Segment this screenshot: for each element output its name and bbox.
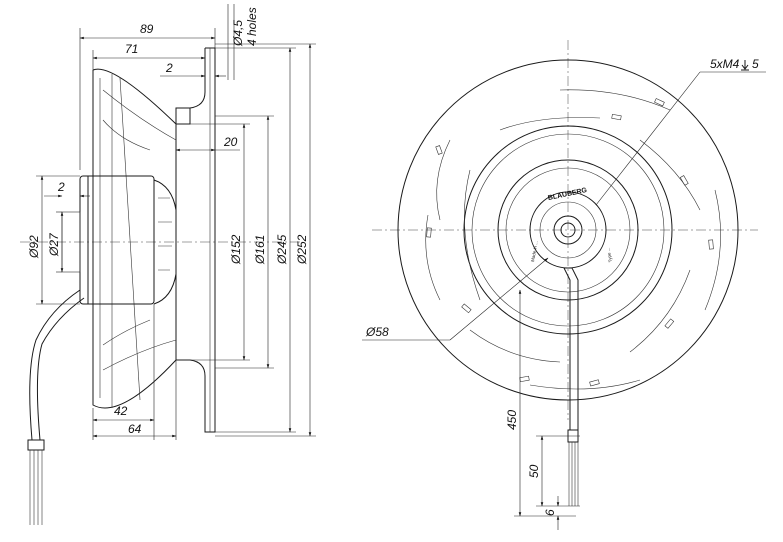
dim-phi27: Ø27 xyxy=(47,232,61,257)
dim-20: 20 xyxy=(223,135,238,149)
motor-housing xyxy=(79,175,155,305)
dim-phi58: Ø58 xyxy=(365,325,389,339)
dim-64: 64 xyxy=(128,422,142,436)
plate-top-flange xyxy=(175,48,206,125)
dim-thread: 5xM4 xyxy=(710,57,740,71)
motor-label-text-1: Made in ... xyxy=(530,241,539,263)
dim-2-left: 2 xyxy=(57,180,65,194)
dim-4-holes: 4 holes xyxy=(245,7,259,46)
impeller-outline xyxy=(92,70,177,409)
dim-phi152: Ø152 xyxy=(229,234,243,265)
impeller-blades xyxy=(425,89,721,390)
cable-outer xyxy=(29,289,81,441)
thread-leader xyxy=(595,71,701,206)
inlet-ring xyxy=(463,125,673,335)
depth-arrow-icon xyxy=(741,60,749,71)
dim-phi245: Ø245 xyxy=(275,234,289,265)
dim-phi161: Ø161 xyxy=(253,235,267,265)
motor-rotor-cap xyxy=(153,179,177,305)
dim-71: 71 xyxy=(125,42,138,56)
dim-89: 89 xyxy=(140,22,154,36)
dim-phi252: Ø252 xyxy=(295,234,309,265)
outer-plate-circle xyxy=(397,59,739,401)
dim-6: 6 xyxy=(543,509,557,516)
mounting-plate xyxy=(176,47,216,433)
dim-450: 450 xyxy=(505,410,519,430)
dim-phi92: Ø92 xyxy=(27,235,41,259)
side-view: 89 71 2 20 2 42 64 Ø92 Ø27 Ø152 xyxy=(20,4,316,525)
dim-50: 50 xyxy=(527,464,541,478)
dim-phi4-5: Ø4,5 xyxy=(231,20,245,47)
dim-42: 42 xyxy=(114,404,128,418)
dim-thread-depth: 5 xyxy=(752,57,759,71)
cable-sleeve xyxy=(27,439,45,451)
motor-face xyxy=(497,159,639,301)
motor-label-text-2: Type ... xyxy=(605,247,612,262)
front-cable xyxy=(563,267,579,431)
impeller-top-shroud xyxy=(92,68,177,125)
front-view: BLAUBERG Made in ... Type ... 5xM4 5 Ø58… xyxy=(362,40,766,530)
dim-2-top: 2 xyxy=(165,61,173,75)
